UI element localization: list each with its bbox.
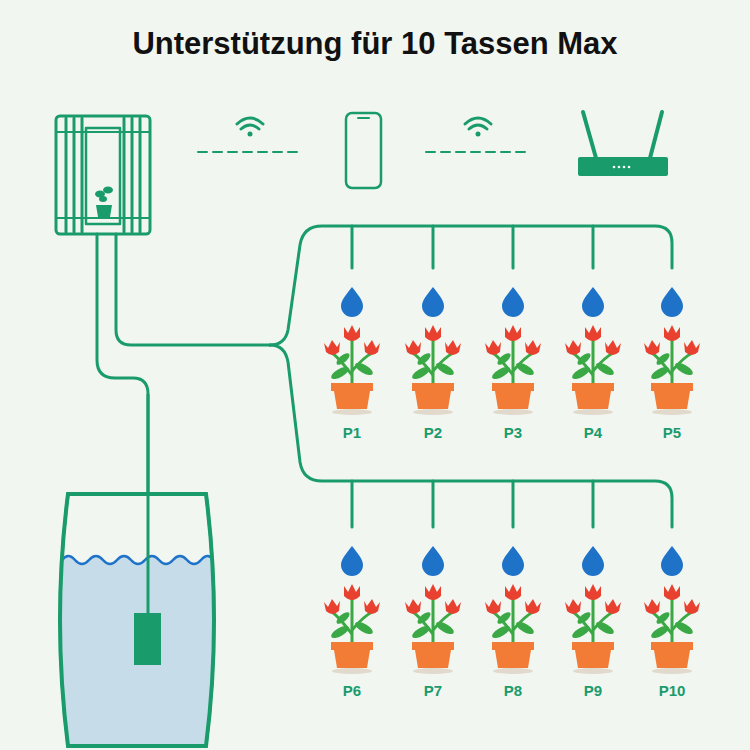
plant-number: P4	[584, 424, 602, 441]
plant-number: P9	[584, 682, 602, 699]
plant-number: P6	[343, 682, 361, 699]
plant-number: P3	[504, 424, 522, 441]
plant-number: P8	[504, 682, 522, 699]
diagram-title: Unterstützung für 10 Tassen Max	[132, 26, 617, 62]
plant-number: P1	[343, 424, 361, 441]
plant-number: P2	[424, 424, 442, 441]
plant-number: P5	[663, 424, 681, 441]
plant-number: P10	[659, 682, 686, 699]
plant-number: P7	[424, 682, 442, 699]
